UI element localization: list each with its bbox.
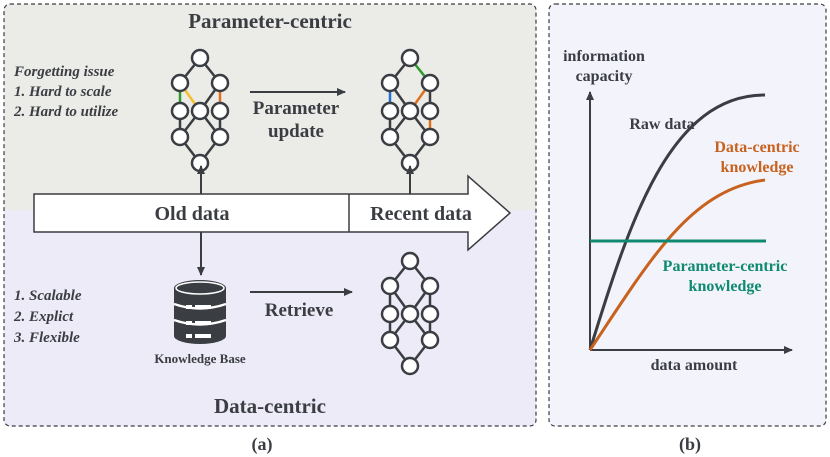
y-axis-label-line-2: capacity xyxy=(576,68,633,85)
neural-network-after-icon xyxy=(380,48,440,173)
network-node xyxy=(400,48,420,68)
data-centric-label-line-1: Data-centric xyxy=(714,139,799,156)
forgetting-item-2: 2. Hard to utilize xyxy=(13,104,119,120)
network-node xyxy=(170,101,190,121)
network-node xyxy=(420,101,440,121)
panel-a: Parameter-centric Data-centric Forgettin… xyxy=(3,3,537,427)
data-centric-curve xyxy=(588,178,766,351)
parameter-update-label-line-2: update xyxy=(268,121,324,142)
database-icon xyxy=(173,280,227,344)
network-node xyxy=(380,276,400,296)
panel-b-caption: (b) xyxy=(679,434,701,455)
network-node xyxy=(400,251,420,271)
network-node xyxy=(210,101,230,121)
network-node xyxy=(420,127,440,147)
parameter-centric-label-line-1: Parameter-centric xyxy=(663,258,788,275)
network-node xyxy=(210,73,230,93)
network-node xyxy=(420,73,440,93)
knowledge-base-label: Knowledge Base xyxy=(154,351,246,366)
neural-network-retrieval-icon xyxy=(380,251,440,376)
network-node xyxy=(380,304,400,324)
parameter-update-label-line-1: Parameter xyxy=(253,98,340,119)
network-node xyxy=(190,101,210,121)
neural-network-before-icon xyxy=(170,48,230,173)
retrieve-label: Retrieve xyxy=(265,300,334,321)
network-node xyxy=(380,101,400,121)
panel-b: information capacity data amount Raw dat… xyxy=(548,3,827,427)
panel-a-border xyxy=(3,3,537,427)
network-node xyxy=(190,48,210,68)
data-centric-label-line-2: knowledge xyxy=(721,159,794,176)
network-node xyxy=(420,330,440,350)
parameter-centric-title: Parameter-centric xyxy=(188,9,352,33)
forgetting-item-1: 1. Hard to scale xyxy=(14,84,112,100)
network-node xyxy=(170,73,190,93)
network-node xyxy=(400,304,420,324)
network-node xyxy=(170,127,190,147)
raw-data-label: Raw data xyxy=(629,116,694,133)
panel-b-background xyxy=(548,3,827,427)
data-centric-title: Data-centric xyxy=(214,394,326,418)
network-node xyxy=(400,356,420,376)
benefit-item-1: 1. Scalable xyxy=(14,288,82,304)
network-node xyxy=(380,73,400,93)
recent-data-label: Recent data xyxy=(370,203,472,225)
network-node xyxy=(380,330,400,350)
network-node xyxy=(400,101,420,121)
network-node xyxy=(420,304,440,324)
old-data-label: Old data xyxy=(154,203,229,225)
network-node xyxy=(420,276,440,296)
network-node xyxy=(210,127,230,147)
benefit-item-3: 3. Flexible xyxy=(13,330,80,346)
benefit-item-2: 2. Explict xyxy=(13,309,74,325)
panel-a-caption: (a) xyxy=(252,434,273,455)
parameter-centric-label-line-2: knowledge xyxy=(689,278,762,295)
x-axis-label: data amount xyxy=(651,357,738,374)
network-node xyxy=(380,127,400,147)
raw-data-curve xyxy=(588,93,766,351)
timeline-arrow xyxy=(33,174,512,252)
y-axis-label-line-1: information xyxy=(563,48,645,65)
forgetting-issue-title: Forgetting issue xyxy=(13,64,115,80)
